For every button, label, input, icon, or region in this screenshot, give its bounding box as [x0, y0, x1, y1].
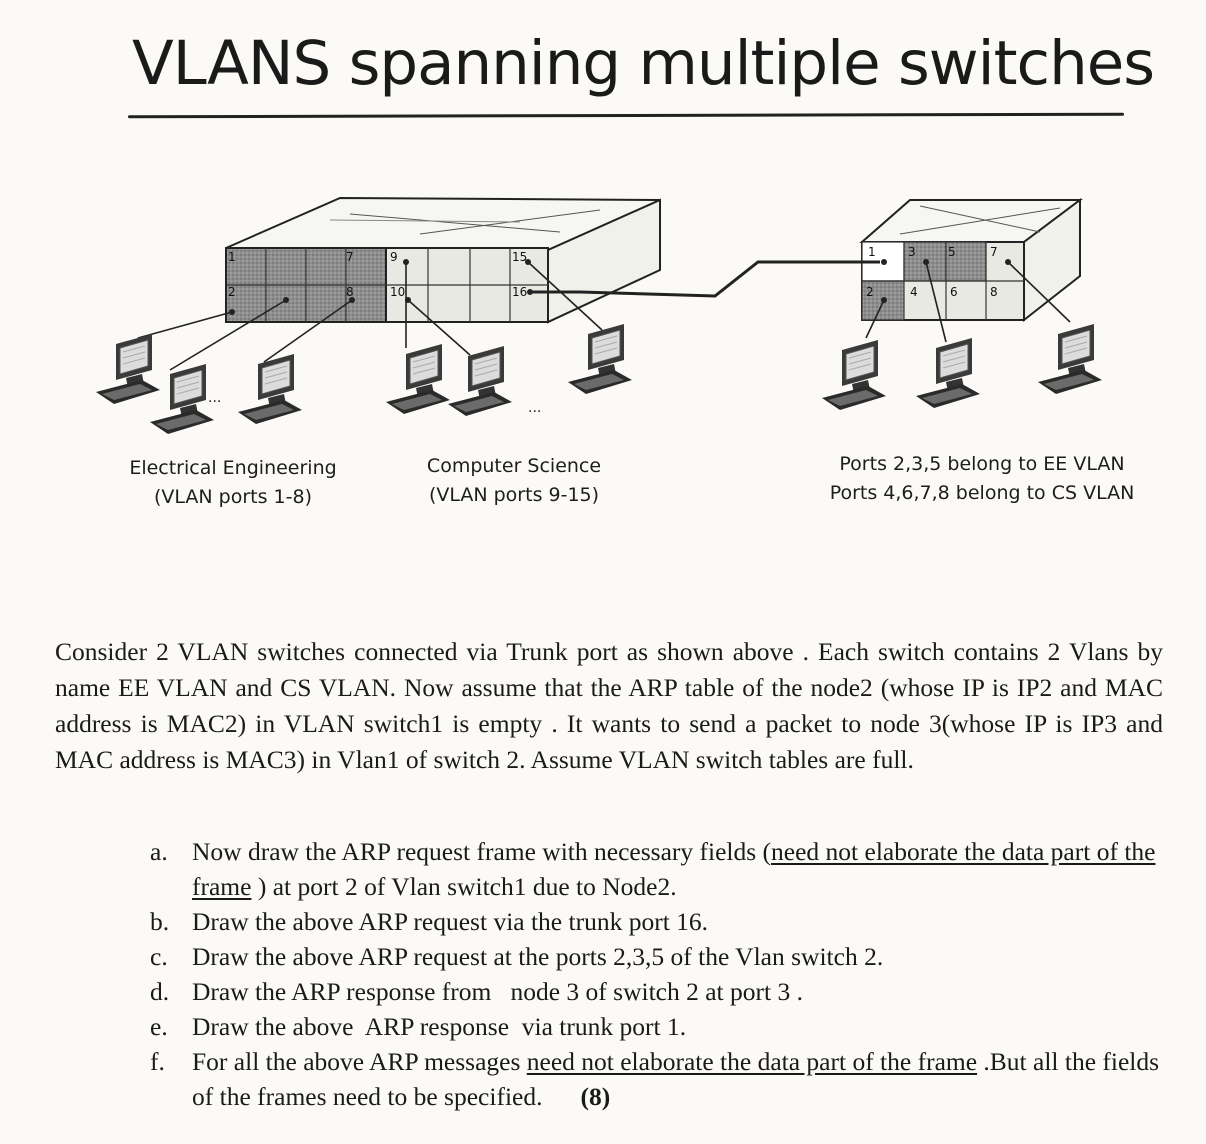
cs-computer-1: [385, 343, 451, 415]
caption-switch2-line1: Ports 2,3,5 belong to EE VLAN: [839, 453, 1125, 475]
question-a-text-end: ) at port 2 of Vlan switch1 due to Node2…: [251, 872, 677, 901]
switch1-port-16-label: 16: [512, 285, 527, 299]
question-b: b. Draw the above ARP request via the tr…: [150, 904, 1164, 939]
switch2-port-6-label: 6: [950, 285, 958, 299]
question-d-label: d.: [150, 977, 170, 1006]
switch-2: 1 3 5 7 2 4 6 8: [859, 198, 1083, 323]
question-c: c. Draw the above ARP request at the por…: [150, 939, 1164, 974]
question-list: a. Now draw the ARP request frame with n…: [150, 834, 1164, 1114]
title-underline: [127, 112, 1125, 119]
caption-cs-line2: (VLAN ports 9-15): [428, 484, 600, 506]
question-a-label: a.: [150, 837, 168, 866]
question-e-text: Draw the above ARP response via trunk po…: [192, 1012, 687, 1041]
switch2-port-3-label: 3: [908, 245, 916, 259]
switch1-port-10-label: 10: [390, 285, 405, 299]
question-f-text-end: .But all the fields of the frames need t…: [192, 1047, 1160, 1111]
ee-computer-3: [237, 353, 303, 425]
question-f-marks: (8): [580, 1082, 611, 1111]
cs-computer-3: [567, 323, 633, 395]
question-b-text: Draw the above ARP request via the trunk…: [192, 907, 709, 936]
caption-cs-line1: Computer Science: [426, 455, 602, 477]
caption-ee-line2: (VLAN ports 1-8): [153, 486, 312, 508]
switch2-port-1-label: 1: [868, 245, 876, 259]
switch1-port-9-label: 9: [390, 250, 398, 264]
question-c-text: Draw the above ARP request at the ports …: [192, 942, 884, 971]
question-a-text-start: Now draw the ARP request frame with nece…: [192, 837, 772, 866]
switch2-computer-2: [915, 337, 981, 409]
question-c-label: c.: [150, 942, 168, 971]
switch-1: 1 7 9 15 2 8 10 16: [225, 196, 661, 324]
switch1-port-15-label: 15: [512, 250, 527, 264]
question-f-label: f.: [150, 1047, 165, 1076]
ellipsis-ee: ...: [208, 390, 221, 406]
caption-cs: Computer Science (VLAN ports 9-15): [424, 452, 604, 510]
question-d: d. Draw the ARP response from node 3 of …: [150, 974, 1164, 1009]
question-e-label: e.: [150, 1012, 168, 1041]
switch2-port-5-label: 5: [948, 245, 956, 259]
question-e: e. Draw the above ARP response via trunk…: [150, 1009, 1164, 1044]
problem-statement: Consider 2 VLAN switches connected via T…: [55, 637, 1163, 774]
cables: [137, 260, 1071, 371]
caption-ee: Electrical Engineering (VLAN ports 1-8): [128, 454, 338, 512]
ee-computer-2: [149, 363, 215, 435]
vlan-network-diagram: 1 7 9 15 2 8 10 16 1: [95, 196, 1103, 435]
question-a: a. Now draw the ARP request frame with n…: [150, 834, 1164, 904]
caption-switch2: Ports 2,3,5 belong to EE VLAN Ports 4,6,…: [826, 450, 1138, 508]
switch2-computer-3: [1037, 323, 1103, 395]
ellipsis-cs: ...: [528, 400, 541, 416]
switch2-computer-1: [821, 339, 887, 411]
question-d-text: Draw the ARP response from node 3 of swi…: [192, 977, 803, 1006]
switch1-port-7-label: 7: [346, 250, 354, 264]
switch2-port-2-label: 2: [866, 285, 874, 299]
switch2-port-8-label: 8: [990, 285, 998, 299]
switch2-port-7-label: 7: [990, 245, 998, 259]
question-f-text-start: For all the above ARP messages: [192, 1047, 527, 1076]
cs-computer-2: [447, 345, 513, 417]
caption-switch2-line2: Ports 4,6,7,8 belong to CS VLAN: [829, 482, 1135, 504]
question-f: f. For all the above ARP messages need n…: [150, 1044, 1164, 1114]
switch1-port-2-label: 2: [228, 285, 236, 299]
question-a-underlined: need not elaborate the data part of the …: [192, 837, 1156, 901]
caption-ee-line1: Electrical Engineering: [129, 457, 337, 479]
ee-computer-1: [95, 333, 161, 405]
switch1-port-8-label: 8: [346, 285, 354, 299]
trunk-link: [530, 260, 880, 298]
question-b-label: b.: [150, 907, 170, 936]
page-title: VLANS spanning multiple switches: [132, 28, 1155, 99]
switch1-port-1-label: 1: [228, 250, 236, 264]
question-f-underlined: need not elaborate the data part of the …: [526, 1047, 978, 1076]
switch2-port-4-label: 4: [910, 285, 918, 299]
